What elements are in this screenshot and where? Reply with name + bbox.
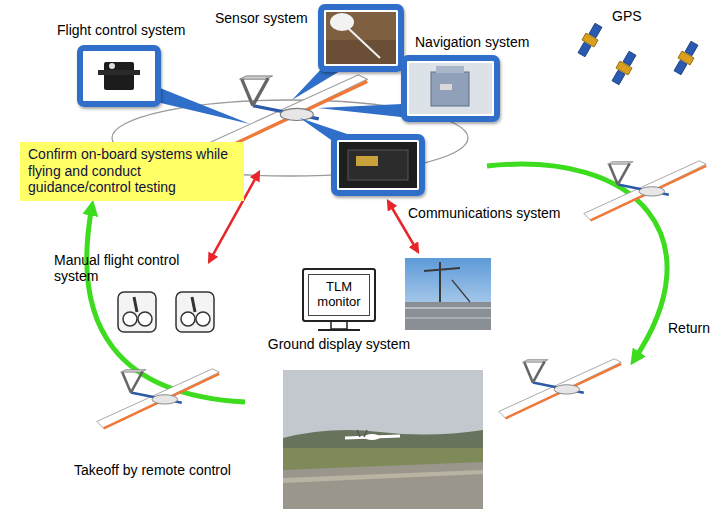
communications-module <box>348 150 408 180</box>
sensor-photo <box>324 10 398 66</box>
note-text: Confirm on-board systems while flying an… <box>28 146 236 196</box>
monitor-box: TLM monitorGround display system <box>302 268 376 322</box>
monitor-stand <box>331 321 347 329</box>
uav-cruise <box>584 161 706 221</box>
system-label: Communications system <box>408 205 561 221</box>
monitor-base <box>318 329 360 331</box>
ground-antenna-photo <box>405 258 491 330</box>
system-label: Sensor system <box>215 10 308 26</box>
callout-tail <box>318 104 410 118</box>
system-label: Navigation system <box>415 34 529 50</box>
return-label: Return <box>668 320 710 336</box>
gps-satellite <box>671 40 700 76</box>
gps-label: GPS <box>612 8 642 24</box>
navigation-unit-top <box>436 66 464 73</box>
takeoff-label: Takeoff by remote control <box>74 462 231 478</box>
sensor-photo-soil <box>324 40 398 66</box>
servo-mount <box>98 70 140 75</box>
system-callout-box: Sensor system <box>318 4 404 72</box>
communications-sticker <box>356 156 378 166</box>
gps-satellite <box>609 50 638 86</box>
communications-photo <box>337 140 419 190</box>
system-callout-box: Communications system <box>331 134 425 196</box>
servo-body <box>104 62 134 90</box>
remote-controller <box>118 292 156 332</box>
navigation-photo <box>407 61 494 116</box>
remote-controller <box>176 292 214 332</box>
navigation-unit <box>431 72 469 106</box>
monitor-text: TLM monitor <box>312 280 366 310</box>
gps-satellite <box>575 22 604 58</box>
navigation-connector <box>440 84 452 90</box>
system-callout-box: Flight control system <box>77 45 161 107</box>
system-callout-box: Navigation system <box>401 55 500 122</box>
sensor-head <box>330 13 354 31</box>
controller-label: Manual flight control system <box>54 252 194 284</box>
uav-takeoff <box>97 369 219 429</box>
callout-tail <box>148 88 250 124</box>
uav-return <box>499 359 621 419</box>
servo-horn <box>109 63 115 69</box>
system-label: Flight control system <box>57 22 185 38</box>
runway-photo <box>283 370 483 509</box>
sensor-probe <box>348 28 380 58</box>
note-box: Confirm on-board systems while flying an… <box>20 142 244 201</box>
takeoff-arrow <box>87 206 245 402</box>
monitor-caption: Ground display system <box>268 336 410 352</box>
servo-photo <box>83 51 155 101</box>
